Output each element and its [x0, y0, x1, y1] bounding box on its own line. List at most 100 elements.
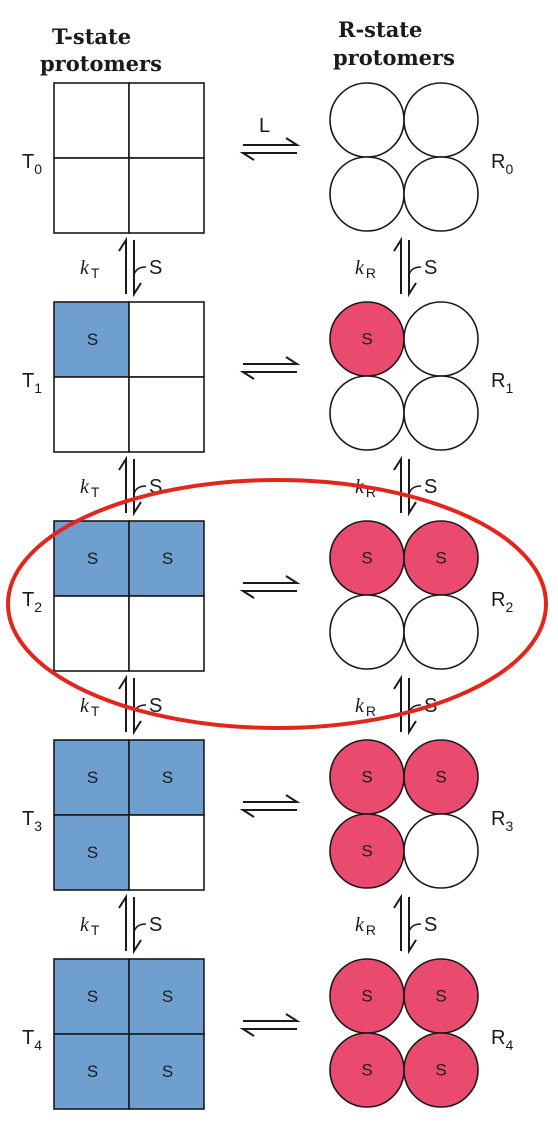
r-state-header-line1: R-state	[338, 17, 422, 42]
t-state-3-protomers: S S S	[53, 739, 205, 891]
r-state-1-protomers: S	[329, 301, 479, 451]
substrate-label-t: S	[162, 1062, 173, 1081]
substrate-label-t: S	[87, 843, 98, 862]
substrate-label-t: S	[162, 987, 173, 1006]
substrate-label: S	[149, 914, 162, 936]
t-protomer-empty	[53, 376, 130, 453]
t-protomer-empty	[53, 157, 130, 234]
substrate-label: S	[424, 476, 437, 498]
r-protomer-empty	[403, 156, 479, 232]
r-state-3-protomers: S S S	[329, 739, 479, 889]
t-protomer-empty	[128, 157, 205, 234]
substrate-label-r: S	[361, 768, 372, 787]
r-state-4-protomers: S S S S	[329, 958, 479, 1108]
r-state-header-line2: protomers	[333, 45, 455, 70]
substrate-label-r: S	[435, 1061, 446, 1080]
t-state-header-line2: protomers	[40, 51, 162, 76]
t-protomer-empty	[128, 82, 205, 159]
t-state-1-protomers: S	[53, 301, 205, 453]
t-state-label-1: T1	[22, 370, 42, 396]
t-protomer-empty	[128, 301, 205, 378]
t-state-label-0: T0	[22, 151, 42, 177]
t-state-label-3: T3	[22, 808, 42, 834]
ligand-label: L	[259, 115, 270, 137]
r-state-label-4: R4	[491, 1027, 513, 1053]
substrate-label-r: S	[361, 549, 372, 568]
t-protomer-empty	[53, 82, 130, 159]
r-protomer-bound	[403, 1032, 479, 1108]
substrate-label-r: S	[435, 549, 446, 568]
r-protomer-empty	[403, 375, 479, 451]
t-state-label-2: T2	[22, 589, 42, 615]
state-row-1: S T1 S R1	[22, 301, 513, 453]
substrate-label: S	[149, 257, 162, 279]
t-state-0-protomers	[53, 82, 205, 234]
tr-equilibrium-2	[239, 575, 301, 599]
t-state-header-line1: T-state	[52, 24, 131, 49]
highlight-ellipse	[6, 478, 548, 730]
r-protomer-empty	[329, 594, 405, 670]
t-protomer-bound	[53, 520, 130, 597]
substrate-label-t: S	[162, 549, 173, 568]
r-protomer-empty	[403, 82, 479, 158]
substrate-label-r: S	[435, 987, 446, 1006]
r-state-label-0: R0	[491, 151, 513, 177]
t-protomer-bound	[53, 814, 130, 891]
t-protomer-empty	[128, 595, 205, 672]
substrate-label-r: S	[361, 1061, 372, 1080]
t-state-label-4: T4	[22, 1027, 42, 1053]
substrate-label-t: S	[162, 768, 173, 787]
r-protomer-empty	[403, 594, 479, 670]
substrate-label-t: S	[87, 549, 98, 568]
substrate-label-t: S	[87, 1062, 98, 1081]
tr-equilibrium-0	[239, 137, 301, 161]
t-protomer-bound	[128, 1033, 205, 1110]
t-protomer-bound	[128, 520, 205, 597]
r-protomer-empty	[403, 301, 479, 377]
r-state-label-3: R3	[491, 808, 513, 834]
tr-equilibrium-3	[239, 794, 301, 818]
state-row-0: T0 R0	[22, 82, 513, 234]
r-state-0-protomers	[329, 82, 479, 232]
substrate-label-t: S	[87, 330, 98, 349]
substrate-label-r: S	[361, 842, 372, 861]
substrate-label-r: S	[361, 330, 372, 349]
t-protomer-empty	[128, 376, 205, 453]
r-protomer-empty	[329, 82, 405, 158]
substrate-label: S	[424, 914, 437, 936]
substrate-label-r: S	[361, 987, 372, 1006]
substrate-label-r: S	[435, 768, 446, 787]
substrate-label: S	[149, 695, 162, 717]
t-protomer-bound	[128, 958, 205, 1035]
tr-equilibrium-4	[239, 1013, 301, 1037]
tr-equilibrium-1	[239, 356, 301, 380]
r-state-label-1: R1	[491, 370, 513, 396]
r-protomer-empty	[329, 156, 405, 232]
r-state-label-2: R2	[491, 589, 513, 615]
t-protomer-empty	[53, 595, 130, 672]
t-protomer-empty	[128, 814, 205, 891]
substrate-label: S	[424, 257, 437, 279]
r-protomer-empty	[329, 375, 405, 451]
substrate-label-t: S	[87, 768, 98, 787]
